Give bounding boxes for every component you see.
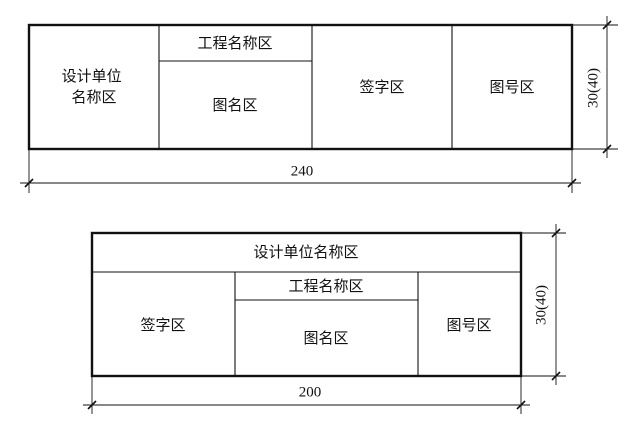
signature-area-label: 签字区 xyxy=(359,78,404,96)
design-unit-area-label: 设计单位名称区 xyxy=(253,243,358,261)
width-dimension: 240 xyxy=(20,149,581,193)
height-dimension: 30(40) xyxy=(521,224,566,385)
width-dimension-label: 240 xyxy=(291,163,314,179)
width-dimension: 200 xyxy=(83,376,530,414)
signature-area-label: 签字区 xyxy=(140,316,185,334)
dimension-tick xyxy=(24,178,34,188)
dimension-tick xyxy=(516,400,526,410)
dimension-tick xyxy=(551,228,561,238)
drawing-name-area-label: 图名区 xyxy=(303,329,348,347)
title-block-240: 设计单位 名称区 工程名称区 图名区 签字区 图号区 240 30(40) xyxy=(20,16,618,193)
dimension-tick xyxy=(551,371,561,381)
height-dimension: 30(40) xyxy=(572,16,618,158)
width-dimension-label: 200 xyxy=(299,384,322,400)
project-name-area-label: 工程名称区 xyxy=(288,277,363,295)
outer-frame xyxy=(27,23,574,151)
dimension-tick xyxy=(87,400,97,410)
outer-frame xyxy=(90,231,523,378)
dimension-tick xyxy=(602,20,612,30)
drawing-number-area-label: 图号区 xyxy=(489,78,534,96)
design-unit-line-1: 设计单位 xyxy=(62,67,122,85)
project-name-area-label: 工程名称区 xyxy=(197,34,272,52)
title-block-200: 设计单位名称区 工程名称区 签字区 图名区 图号区 200 30(40) xyxy=(83,224,566,414)
drawing-name-area-label: 图名区 xyxy=(212,96,257,114)
height-dimension-label: 30(40) xyxy=(585,68,601,108)
dimension-tick xyxy=(602,144,612,154)
height-dimension-label: 30(40) xyxy=(533,285,549,325)
design-unit-line-2: 名称区 xyxy=(71,88,116,106)
design-unit-area-label: 设计单位 名称区 xyxy=(62,67,127,106)
drawing-number-area-label: 图号区 xyxy=(446,316,491,334)
dimension-tick xyxy=(567,178,577,188)
